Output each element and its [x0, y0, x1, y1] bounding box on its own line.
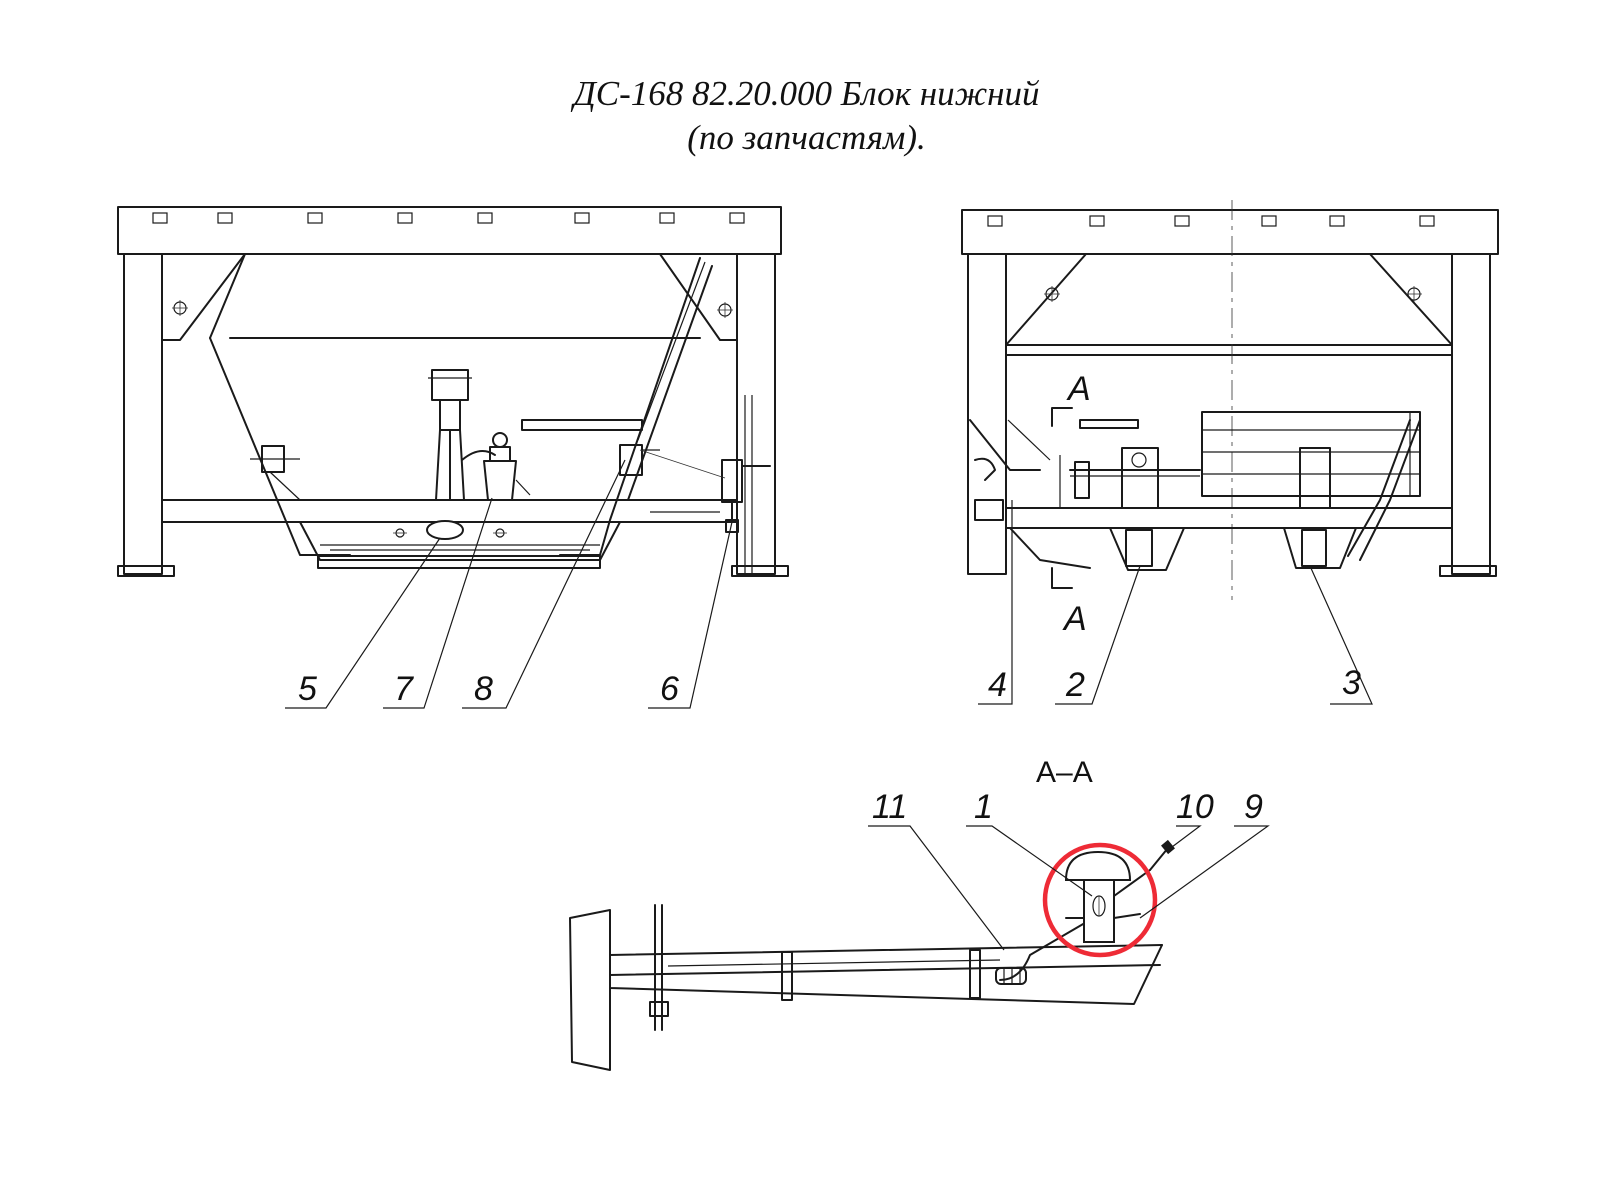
section-a-a: А–А — [569, 756, 1175, 1071]
callout-8: 8 — [474, 670, 493, 708]
highlight-circle — [1042, 842, 1158, 958]
section-mark: А А — [1051, 370, 1091, 638]
section-mark-bottom: А — [1062, 600, 1087, 638]
left-leg — [123, 253, 163, 575]
valve-7 — [483, 432, 531, 501]
plate-bottom — [609, 944, 1163, 1005]
trough — [299, 521, 621, 561]
left-foot — [117, 565, 175, 577]
mechanism-4 — [969, 419, 1091, 569]
top-beam — [117, 206, 782, 255]
side-crossbeam — [1005, 507, 1453, 529]
cylinder-6 — [650, 459, 771, 533]
support-2 — [1109, 447, 1185, 571]
callout-10: 10 — [1176, 788, 1214, 826]
callout-labels: 5 7 8 6 4 2 3 11 1 10 9 — [298, 664, 1361, 826]
callout-1: 1 — [974, 788, 993, 826]
pneumatic-unit — [428, 369, 496, 501]
part-1-vibrator — [1064, 850, 1151, 943]
callout-3: 3 — [1342, 664, 1361, 702]
side-left-leg — [967, 253, 1007, 575]
callout-11: 11 — [872, 788, 907, 826]
title-line-1: ДС-168 82.20.000 Блок нижний — [573, 74, 1040, 113]
section-mark-top: А — [1066, 370, 1091, 408]
callout-leaders — [285, 459, 1373, 951]
right-gusset — [659, 253, 738, 341]
side-beam-notches — [987, 215, 1435, 227]
right-leg — [736, 253, 776, 575]
drum — [1201, 411, 1421, 497]
callout-9: 9 — [1244, 788, 1263, 826]
callout-7: 7 — [394, 670, 414, 708]
left-gusset — [161, 253, 246, 341]
main-crossbeam — [161, 499, 738, 523]
title-line-2: (по запчастям). — [687, 118, 926, 157]
side-right-leg — [1451, 253, 1491, 575]
beam-notches — [152, 212, 745, 224]
top-beam-side — [961, 209, 1499, 255]
section-title: А–А — [1036, 756, 1093, 789]
callout-2: 2 — [1065, 666, 1085, 704]
inspection-hatch — [426, 520, 464, 540]
hopper-right-wall — [559, 257, 701, 556]
callout-4: 4 — [988, 666, 1007, 704]
front-view — [117, 206, 789, 577]
right-foot — [731, 565, 789, 577]
section-wall — [569, 909, 611, 1071]
hose-clamp — [995, 967, 1027, 985]
side-view: А А — [961, 200, 1499, 638]
drawing-title: ДС-168 82.20.000 Блок нижний (по запчаст… — [0, 72, 1613, 160]
support-3 — [1283, 447, 1357, 569]
callout-5: 5 — [298, 670, 317, 708]
callout-6: 6 — [660, 670, 679, 708]
